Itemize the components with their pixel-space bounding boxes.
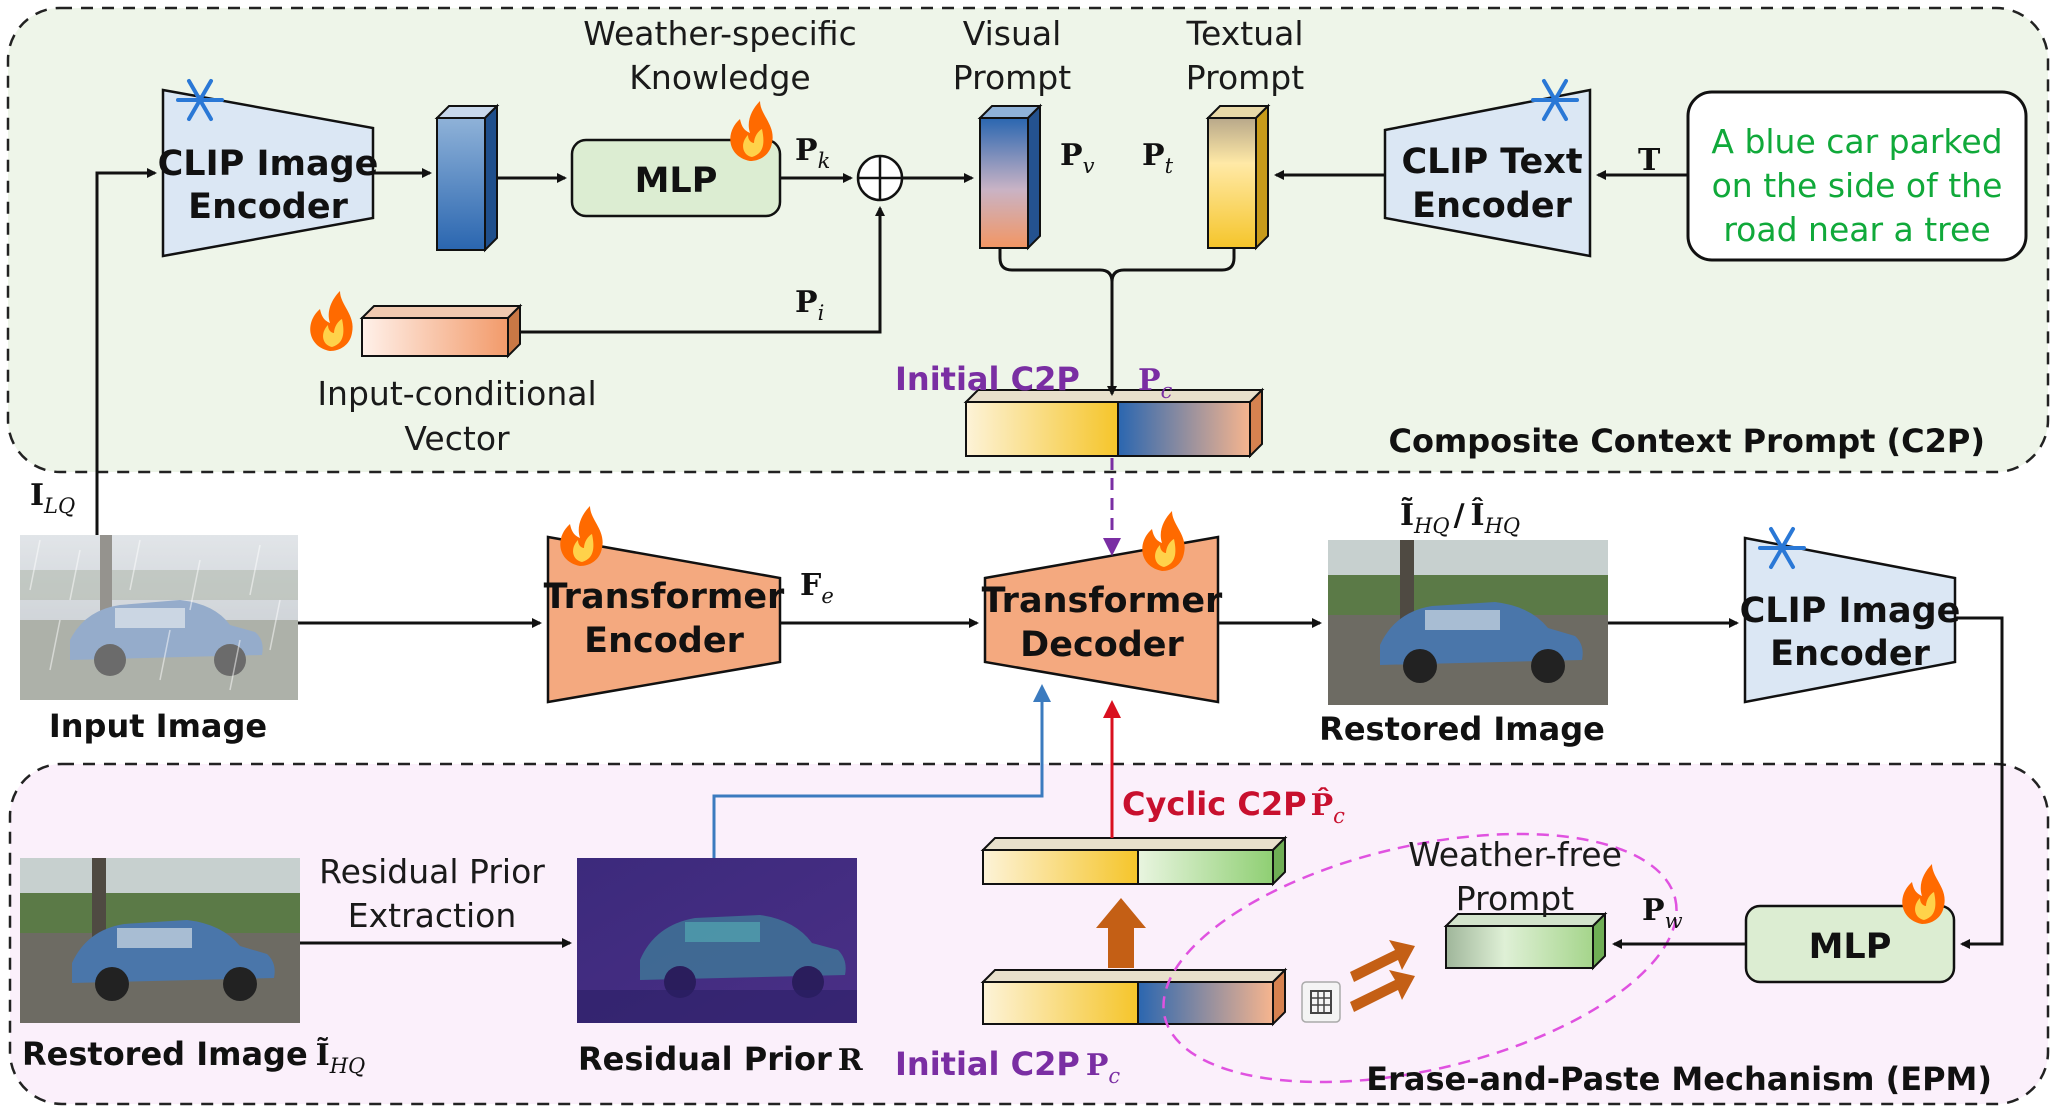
- copy-icon: [1301, 981, 1341, 1023]
- orange-diagonal-arrows: [1350, 940, 1415, 1012]
- text-input-line-1: A blue car parked: [1711, 122, 2002, 161]
- mlp-top: MLP: [570, 138, 782, 218]
- textual-prompt-label-2: Prompt: [1186, 58, 1304, 97]
- initial-c2p-block-bottom: [980, 967, 1288, 1027]
- ilq-label: ILQ: [30, 478, 75, 518]
- textual-prompt-block: [1205, 103, 1271, 251]
- transformer-decoder: Transformer Decoder: [982, 535, 1223, 704]
- residual-extraction-label-2: Extraction: [348, 896, 516, 935]
- pv-label: Pv: [1060, 138, 1095, 178]
- flame-icon: [310, 291, 353, 351]
- t-label: T: [1638, 143, 1661, 178]
- restored-image-bottom: [20, 858, 300, 1023]
- pc-label-top: Pc: [1138, 363, 1173, 403]
- initial-c2p-label-top: Initial C2P: [895, 360, 1080, 398]
- text-input-line-3: road near a tree: [1723, 210, 1990, 249]
- clip-text-encoder-label-2: Encoder: [1412, 186, 1572, 226]
- residual-prior-image: [577, 858, 857, 1023]
- clip-image-encoder-right: CLIP Image Encoder: [1740, 536, 1961, 704]
- snowflake-icon: [1531, 79, 1579, 121]
- weather-free-label-2: Prompt: [1456, 879, 1574, 918]
- input-image-caption: Input Image: [49, 707, 267, 745]
- flame-icon: [1902, 864, 1945, 924]
- pk-label: Pk: [795, 133, 830, 173]
- clip-image-encoder-top: CLIP Image Encoder: [158, 88, 379, 258]
- pi-label: Pi: [795, 285, 824, 325]
- fe-label: Fe: [800, 568, 834, 608]
- clip-text-encoder-label-1: CLIP Text: [1401, 142, 1582, 182]
- mlp-top-label: MLP: [635, 161, 718, 201]
- text-input-line-2: on the side of the: [1712, 166, 2003, 205]
- weather-knowledge-label-1: Weather-specific: [583, 14, 856, 53]
- epm-title: Erase-and-Paste Mechanism (EPM): [1366, 1060, 1992, 1098]
- weather-knowledge-label-2: Knowledge: [629, 58, 810, 97]
- transformer-encoder-label-2: Encoder: [584, 621, 744, 661]
- orange-up-arrow: [1096, 898, 1146, 968]
- connectors: [95, 168, 2004, 949]
- textual-prompt-label-1: Textual: [1185, 14, 1303, 53]
- clip-image-encoder-label-2: Encoder: [188, 187, 348, 227]
- transformer-decoder-label-1: Transformer: [982, 581, 1223, 621]
- weather-free-label-1: Weather-free: [1408, 835, 1622, 874]
- input-image: [20, 535, 298, 700]
- transformer-encoder: Transformer Encoder: [544, 535, 785, 704]
- clip-text-encoder: CLIP Text Encoder: [1383, 88, 1592, 258]
- flame-icon: [560, 506, 603, 566]
- mlp-bottom-label: MLP: [1809, 927, 1892, 967]
- residual-extraction-label-1: Residual Prior: [319, 852, 545, 891]
- pw-label: Pw: [1642, 893, 1683, 933]
- flame-icon: [1142, 511, 1185, 571]
- epm-panel: [8, 762, 2050, 1106]
- input-conditional-label-2: Vector: [404, 419, 510, 458]
- restored-image-middle: [1328, 540, 1608, 705]
- input-conditional-label-1: Input-conditional: [317, 374, 596, 413]
- mlp-bottom: MLP: [1744, 904, 1956, 984]
- restored-image-caption: Restored Image: [1319, 710, 1605, 748]
- sum-operator: [856, 154, 904, 202]
- clip-image-encoder-right-label-2: Encoder: [1770, 634, 1930, 674]
- c2p-title: Composite Context Prompt (C2P): [1388, 422, 1985, 460]
- snowflake-icon: [176, 79, 224, 121]
- weather-free-ellipse: [1162, 832, 1678, 1084]
- transformer-encoder-label-1: Transformer: [544, 577, 785, 617]
- clip-feature-block: [434, 103, 500, 253]
- clip-image-encoder-right-label-1: CLIP Image: [1740, 591, 1961, 631]
- clip-image-encoder-label-1: CLIP Image: [158, 144, 379, 184]
- flame-icon: [730, 101, 773, 161]
- visual-prompt-block: [977, 103, 1043, 251]
- initial-c2p-block-top: [963, 387, 1265, 459]
- visual-prompt-label-1: Visual: [963, 14, 1062, 53]
- restored-hq-label: ĨHQ/ÎHQ: [1400, 497, 1520, 538]
- residual-to-decoder-arrow: [712, 684, 1051, 858]
- transformer-decoder-label-2: Decoder: [1020, 625, 1184, 665]
- snowflake-icon: [1758, 527, 1806, 569]
- weather-free-prompt-block: [1443, 911, 1608, 971]
- visual-prompt-label-2: Prompt: [953, 58, 1071, 97]
- cyclic-c2p-block: [980, 835, 1288, 887]
- input-conditional-vector: [359, 303, 523, 359]
- pt-label: Pt: [1142, 138, 1174, 178]
- text-input-box: A blue car parked on the side of the roa…: [1686, 90, 2028, 262]
